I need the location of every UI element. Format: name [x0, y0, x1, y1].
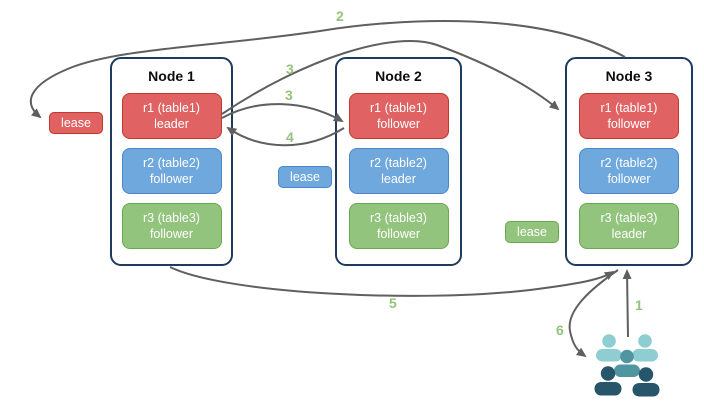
replica-name: r2 (table2) [370, 155, 427, 170]
lease-badge-r3: lease [505, 221, 559, 243]
node-3: Node 3 r1 (table1) follower r2 (table2) … [565, 57, 693, 266]
flow-label-6: 6 [556, 322, 564, 338]
replica-name: r3 (table3) [143, 210, 200, 225]
flow-label-4: 4 [286, 129, 294, 145]
node-1-title: Node 1 [148, 68, 195, 84]
node-3-title: Node 3 [605, 68, 653, 84]
lease-badge-r1: lease [49, 112, 103, 134]
replica-name: r1 (table1) [143, 100, 200, 115]
replica-role: leader [611, 227, 647, 241]
replica-name: r2 (table2) [600, 155, 658, 170]
replica-name: r3 (table3) [370, 210, 427, 225]
replica-name: r1 (table1) [600, 100, 658, 115]
node-2-replica-r2: r2 (table2) leader [348, 148, 449, 194]
replica-role: follower [376, 117, 421, 131]
node-1-replica-r2: r2 (table2) follower [121, 148, 222, 194]
replica-name: r1 (table1) [370, 100, 427, 115]
node-1: Node 1 r1 (table1) leader r2 (table2) fo… [110, 57, 233, 266]
node-1-replica-r3: r3 (table3) follower [121, 203, 222, 249]
replica-role: follower [607, 117, 651, 131]
flow-label-2: 2 [336, 8, 344, 24]
replica-role: leader [154, 117, 189, 131]
arrow-5-node1-to-node3 [169, 266, 615, 297]
replica-role: leader [381, 172, 416, 186]
flow-label-3a: 3 [286, 61, 294, 77]
replica-role: follower [376, 227, 421, 241]
flow-label-3b: 3 [285, 87, 293, 103]
replica-name: r3 (table3) [600, 210, 658, 225]
node-2-replica-r3: r3 (table3) follower [348, 203, 449, 249]
node-2: Node 2 r1 (table1) follower r2 (table2) … [335, 57, 462, 266]
node-3-replica-r2: r2 (table2) follower [579, 148, 679, 194]
replica-name: r2 (table2) [143, 155, 200, 170]
node-3-replica-r1: r1 (table1) follower [579, 93, 679, 139]
users-group-icon [594, 334, 660, 397]
replica-role: follower [149, 172, 194, 186]
lease-badge-r2: lease [278, 166, 332, 188]
replica-role: follower [149, 227, 194, 241]
node-3-replica-r3: r3 (table3) leader [579, 203, 679, 249]
node-2-title: Node 2 [375, 68, 422, 84]
arrow-3-node1-to-node2 [221, 103, 344, 122]
node-2-replica-r1: r1 (table1) follower [348, 93, 449, 139]
replica-role: follower [607, 172, 651, 186]
flow-label-5: 5 [389, 295, 397, 311]
node-1-replica-r1: r1 (table1) leader [121, 93, 222, 139]
flow-label-1: 1 [635, 297, 643, 313]
